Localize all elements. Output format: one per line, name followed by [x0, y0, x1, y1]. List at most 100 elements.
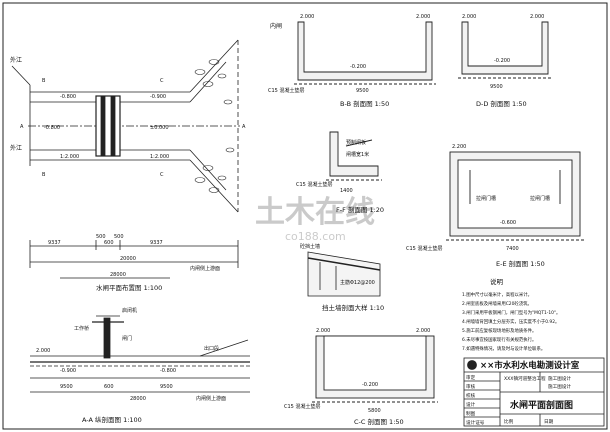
plan-title: 水闸平面布置图 1:100 — [96, 283, 162, 292]
notes-title: 说明 — [490, 277, 504, 286]
role-label: 审核 — [466, 383, 476, 390]
cc-title: C-C 剖面图 1:50 — [354, 417, 404, 426]
plan-labels: 外江 外江 -0.800 -0.900 -0.800 ±0.000 1:2.00… — [10, 56, 246, 292]
plan-dim: 9337 — [150, 240, 163, 246]
design-notes: 说明 1.图中尺寸以毫米计，高程以米计。 2.闸室底板及闸墙采用C20砼浇筑。 … — [462, 277, 560, 352]
cc-level: 2.000 — [416, 328, 430, 334]
cc-level: 2.000 — [316, 328, 330, 334]
aa-level: 2.000 — [36, 348, 50, 354]
ff-label: 闸槽宽1米 — [346, 151, 369, 158]
note-line: 5.施工前应复核现场地形及地质条件。 — [462, 327, 536, 334]
aa-label: 出口段 — [204, 345, 219, 352]
section-dd — [458, 21, 552, 79]
ee-level: 2.200 — [452, 144, 466, 150]
plan-level: -0.800 — [60, 94, 76, 100]
plan-dim: 20000 — [120, 256, 136, 262]
wall-label: 砼挡土墙 — [300, 243, 320, 250]
river-left-label: 外江 — [10, 56, 22, 64]
aa-title: A-A 纵剖面图 1:100 — [82, 415, 142, 424]
aa-note: 内闸侧上游面 — [196, 395, 226, 402]
plan-dim: 600 — [104, 240, 114, 246]
ff-bed: C15 混凝土垫层 — [296, 181, 332, 188]
wall-title: 挡土墙剖面大样 1:10 — [322, 303, 384, 312]
plan-dim: 500 — [114, 234, 124, 240]
note-line: 1.图中尺寸以毫米计，高程以米计。 — [462, 291, 532, 298]
section-dd-labels: 2.000 2.000 -0.200 9500 D-D 剖面图 1:50 — [462, 14, 544, 108]
note-line: 6.未尽事宜按国家现行有关规范执行。 — [462, 336, 536, 343]
note-line: 7.如遇特殊情况，请及时与设计单位联系。 — [462, 345, 545, 352]
company-name: ××市水利水电勘测设计室 — [480, 360, 580, 371]
aa-label: 工作桥 — [74, 325, 89, 332]
section-ee — [446, 151, 584, 241]
cc-level: -0.200 — [362, 382, 378, 388]
plan-slope: 1:2.000 — [150, 154, 169, 160]
drawing-name: 水闸平面剖面图 — [510, 399, 573, 411]
ff-label: 预制闸板 — [346, 139, 366, 146]
bb-level: 2.000 — [300, 14, 314, 20]
bb-level: -0.200 — [350, 64, 366, 70]
aa-label: 闸门 — [122, 335, 132, 342]
plan-slope: 1:2.000 — [60, 154, 79, 160]
ee-level: -0.600 — [500, 220, 516, 226]
bb-top-label: 内闸 — [270, 22, 282, 30]
aa-dim: 9500 — [60, 384, 73, 390]
section-aa — [30, 315, 250, 393]
plan-level: -0.800 — [44, 125, 60, 131]
bb-bed: C15 混凝土垫层 — [268, 87, 304, 94]
plan-dim: 9337 — [48, 240, 61, 246]
plan-dim: 28000 — [110, 272, 126, 278]
watermark-main: 土木在线 — [255, 195, 375, 230]
note-line: 3.闸门采用平板钢闸门，闸门型号为"MQT1-10"。 — [462, 309, 560, 316]
plan-mark: C — [160, 172, 164, 178]
plan-dim: 500 — [96, 234, 106, 240]
dd-level: 2.000 — [530, 14, 544, 20]
wall-detail — [307, 251, 381, 297]
plan-mark: B — [42, 78, 46, 84]
aa-dim: 600 — [104, 384, 114, 390]
ee-bed: C15 混凝土垫层 — [406, 245, 442, 252]
ee-title: E-E 剖面图 1:50 — [496, 259, 545, 268]
wall-label: 主筋Φ12@200 — [340, 279, 375, 286]
stage-label-2: 施工图设计 — [548, 383, 571, 390]
plan-level: -0.900 — [150, 94, 166, 100]
plan-note: 内闸侧上游面 — [190, 265, 220, 272]
watermark-sub: co188.com — [285, 230, 346, 243]
wall-detail-labels: 砼挡土墙 主筋Φ12@200 挡土墙剖面大样 1:10 — [300, 243, 384, 312]
cc-dim: 5800 — [368, 408, 381, 414]
role-label: 制图 — [466, 410, 476, 417]
dd-level: -0.200 — [494, 58, 510, 64]
ee-label: 拉闸门槽 — [530, 195, 550, 202]
role-label: 校核 — [466, 392, 476, 399]
plan-mark: A — [242, 124, 246, 130]
aa-label: 启闭机 — [122, 307, 137, 314]
aa-dim: 9500 — [160, 384, 173, 390]
plan-mark: B — [42, 172, 46, 178]
aa-dim: 28000 — [130, 396, 146, 402]
plan-mark: A — [20, 124, 24, 130]
aa-level: -0.800 — [160, 368, 176, 374]
ee-label: 拉闸门槽 — [476, 195, 496, 202]
plan-mark: C — [160, 78, 164, 84]
section-cc-labels: 2.000 2.000 -0.200 C15 混凝土垫层 5800 C-C 剖面… — [284, 328, 430, 426]
aa-level: -0.900 — [60, 368, 76, 374]
stage-label: 施工图设计 — [548, 375, 571, 382]
row-label: 比例 — [504, 418, 514, 425]
title-block — [463, 357, 605, 427]
note-line: 4.闸墙墙背回填土分层夯实，压实度不小于0.92。 — [462, 318, 559, 325]
dd-title: D-D 剖面图 1:50 — [476, 99, 527, 108]
dd-dim: 9500 — [490, 84, 503, 90]
section-aa-labels: 工作桥 启闭机 闸门 出口段 2.000 -0.900 -0.800 9500 … — [36, 307, 226, 424]
ff-dim: 1400 — [340, 188, 353, 194]
section-bb — [294, 21, 436, 85]
river-left-label-2: 外江 — [10, 144, 22, 152]
watermark: 土木在线 co188.com — [255, 195, 375, 243]
bb-title: B-B 剖面图 1:50 — [340, 99, 389, 108]
role-label: 设计证号 — [466, 419, 485, 426]
role-label: 审定 — [466, 374, 476, 381]
ee-dim: 7400 — [506, 246, 519, 252]
bb-level: 2.000 — [416, 14, 430, 20]
note-line: 2.闸室底板及闸墙采用C20砼浇筑。 — [462, 300, 532, 307]
dd-level: 2.000 — [462, 14, 476, 20]
